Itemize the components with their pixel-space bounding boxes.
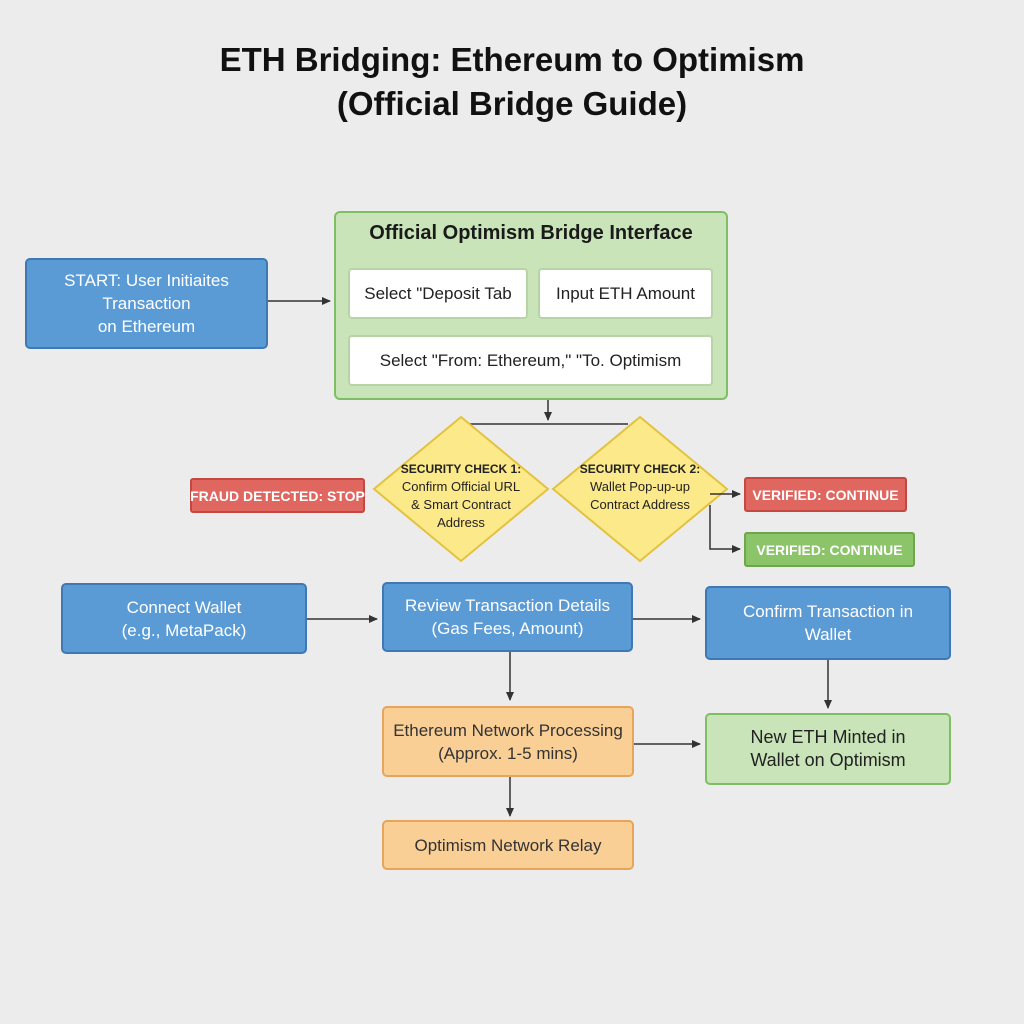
security-check-1-text: SECURITY CHECK 1: Confirm Official URL &…	[381, 460, 541, 532]
confirm-line-1: Confirm Transaction in	[742, 602, 914, 621]
start-line-2: Transaction	[102, 294, 191, 313]
confirm-transaction-step: Confirm Transaction in Wallet	[705, 586, 951, 660]
minted-line-1: New ETH Minted in	[750, 727, 906, 747]
fraud-detected-badge: FRAUD DETECTED: STOP	[190, 478, 365, 513]
security-check-2-text: SECURITY CHECK 2: Wallet Pop-up-up Contr…	[560, 460, 720, 514]
start-line-3: on Ethereum	[97, 317, 196, 336]
eth-minted-step: New ETH Minted in Wallet on Optimism	[705, 713, 951, 785]
review-line-2: (Gas Fees, Amount)	[431, 619, 584, 638]
diamond-security-check-2	[551, 415, 729, 563]
bridge-panel-title: Official Optimism Bridge Interface	[369, 222, 693, 244]
connect-wallet-line-2: (e.g., MetaPack)	[121, 620, 247, 640]
confirm-line-2: Wallet	[804, 625, 852, 644]
connect-wallet-line-1: Connect Wallet	[126, 597, 242, 617]
select-networks-step: Select "From: Ethereum," "To. Optimism	[348, 335, 713, 386]
ethereum-processing-step: Ethereum Network Processing (Approx. 1-5…	[382, 706, 634, 777]
security-check-2-line-2: Contract Address	[590, 497, 690, 512]
security-check-2-line-1: Wallet Pop-up-up	[590, 479, 690, 494]
title-line-1: ETH Bridging: Ethereum to Optimism	[219, 41, 805, 78]
security-check-1-line-1: Confirm Official URL	[401, 479, 521, 494]
security-check-1-line-2: & Smart Contract	[411, 497, 511, 512]
deposit-tab-step: Select "Deposit Tab	[348, 268, 528, 319]
processing-line-2: (Approx. 1-5 mins)	[438, 743, 578, 763]
arrow-check2-to-verified-green	[709, 505, 741, 553]
review-transaction-step: Review Transaction Details (Gas Fees, Am…	[382, 582, 633, 652]
input-amount-step: Input ETH Amount	[538, 268, 713, 319]
start-line-1: START: User Initiaites	[64, 271, 229, 290]
diagram-title: ETH Bridging: Ethereum to Optimism (Offi…	[0, 38, 1024, 126]
optimism-relay-step: Optimism Network Relay	[382, 820, 634, 870]
title-line-2: (Official Bridge Guide)	[336, 85, 688, 122]
verified-continue-badge-red: VERIFIED: CONTINUE	[744, 477, 907, 512]
security-check-1-line-3: Address	[437, 515, 485, 530]
processing-line-1: Ethereum Network Processing	[393, 720, 623, 740]
review-line-1: Review Transaction Details	[404, 596, 611, 615]
security-check-2-heading: SECURITY CHECK 2:	[579, 462, 701, 476]
security-check-1-heading: SECURITY CHECK 1:	[400, 462, 522, 476]
start-node: START: User Initiaites Transaction on Et…	[25, 258, 268, 349]
diamond-security-check-1	[372, 415, 550, 563]
minted-line-2: Wallet on Optimism	[750, 750, 906, 770]
connect-wallet-step: Connect Wallet (e.g., MetaPack)	[61, 583, 307, 654]
verified-continue-badge-green: VERIFIED: CONTINUE	[744, 532, 915, 567]
